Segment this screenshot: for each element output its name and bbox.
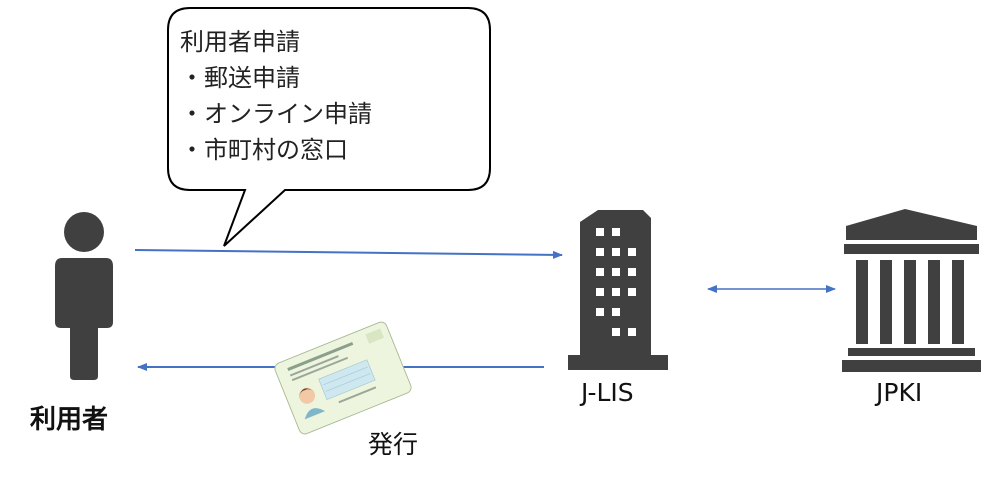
institution-icon [842,209,981,372]
speech-bubble [167,7,491,247]
jlis-label: J-LIS [581,378,634,407]
issue-label: 発行 [368,430,419,459]
my-number-card [274,321,412,435]
bubble-text: 利用者申請 ・郵送申請 ・オンライン申請 ・市町村の窓口 [180,24,372,168]
user-label: 利用者 [30,405,109,435]
bubble-item-online: ・オンライン申請 [180,100,372,128]
person-icon [55,212,113,380]
building-icon [568,210,668,370]
apply-arrow [134,249,563,259]
jpki-label: JPKI [876,378,923,407]
bubble-title: 利用者申請 [180,28,300,56]
bubble-item-municipal: ・市町村の窓口 [180,136,348,164]
bubble-item-postal: ・郵送申請 [180,64,300,92]
